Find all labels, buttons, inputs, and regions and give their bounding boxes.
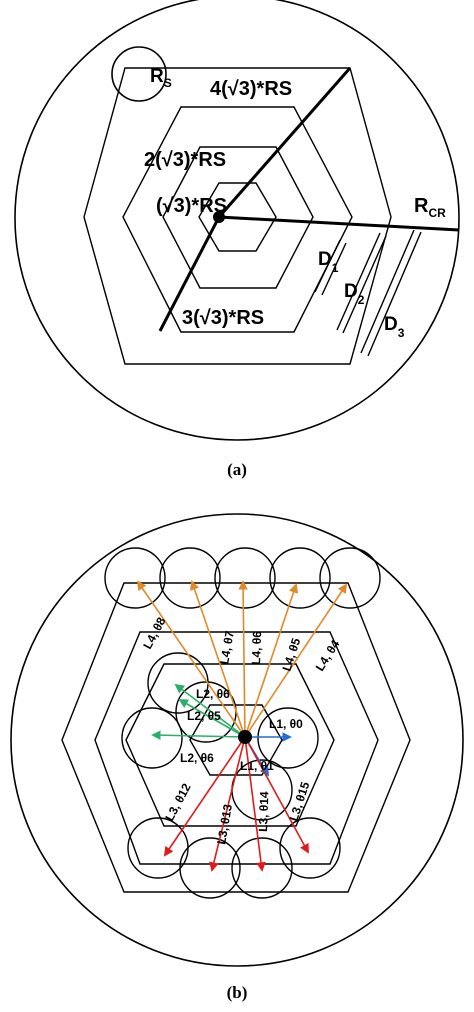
label-l3-theta14: L3, θ14 [256,791,271,832]
label-l4-theta4: L4, θ4 [313,637,343,673]
label-l1-theta1: L1, θ1 [240,759,274,773]
sensor-circle-top-3 [214,547,276,609]
arrow-l4-theta4 [244,583,348,738]
arrow-l4-theta8 [136,580,246,738]
ring2-label: 2(√3)*RS [144,149,226,171]
caption-b: (b) [227,983,248,1002]
coverage-circle-a [14,0,460,441]
sensor-circle-top-4 [269,547,331,609]
arrow-l3-theta14 [244,736,266,872]
arrow-l2-theta5 [151,730,246,740]
rcr-label: RCR [414,195,446,220]
center-node-a [213,211,225,223]
sensor-circle-top-2 [159,547,221,609]
figure-b [10,513,464,967]
sensor-circle-bot-1 [127,817,189,879]
label-l2-theta5: L2, θ5 [187,709,221,723]
label-l4-theta6: L4, θ6 [249,630,264,665]
label-l2-theta6b: L2, θ6 [180,751,214,765]
d3-tick [360,229,415,354]
radius-line-rcr [218,215,460,232]
hex-outer-b [61,582,411,893]
figure-b-labels: L4, θ8 L4, θ7 L4, θ6 L4, θ5 L4, θ4 L2, θ… [140,615,342,846]
label-l3-theta13: L3, θ13 [214,803,235,846]
d1-tick-b [321,242,347,296]
d2-tick [336,232,381,331]
caption-a: (a) [227,460,247,479]
sensor-circle-bot-2 [179,837,241,899]
d3-tick-b [367,231,422,357]
hex-ring-3 [122,106,353,333]
label-l4-theta8: L4, θ8 [140,615,168,652]
label-l3-theta12: L3, θ12 [162,781,194,824]
figure-a-labels: RS 4(√3)*RS 2(√3)*RS (√3)*RS 3(√3)*RS RC… [144,66,446,479]
sensor-circle-top-1 [104,547,166,609]
label-l1-theta0: L1, θ0 [269,717,303,731]
arrow-l2-theta6b [178,699,246,738]
arrow-l4-theta5 [244,583,299,738]
sensor-circle-mid-2 [121,707,183,769]
sensor-circle-bot-4 [279,817,341,879]
sensor-circle-bot-3 [231,837,293,899]
hex-core-b [189,704,283,776]
sensor-circle-mid-4 [257,707,319,769]
radius-line-lower [158,216,221,332]
sensor-circle-rs [111,46,167,102]
d2-tick-b [342,235,387,334]
d2-label: D2 [344,281,365,307]
coverage-circle-b [10,513,464,967]
d3-label: D3 [384,314,405,340]
hex-ring-4 [83,67,392,365]
sensor-circle-top-5 [319,547,381,609]
arrow-l4-theta6 [238,580,248,738]
figure-a [14,0,460,441]
d1-tick [314,239,341,293]
label-l2-theta6: L2, θ6 [196,687,230,701]
ring1-label: (√3)*RS [156,195,227,217]
radius-line-upper [217,67,352,218]
hex-ring-2 [162,146,314,289]
ring3-label: 3(√3)*RS [182,307,264,329]
hex-mid-b [94,631,379,865]
ring4-label: 4(√3)*RS [210,78,292,100]
d1-label: D1 [318,249,339,275]
arrow-l4-theta7 [189,580,246,738]
center-node-b [238,730,252,744]
arrows-b [136,580,348,872]
arrow-l2-theta6 [174,683,246,738]
arrow-l3-theta12 [163,736,246,857]
hex-inner-b [125,663,335,827]
hex-ring-1 [198,182,277,252]
rs-label: RS [150,66,172,90]
label-l4-theta7: L4, θ7 [217,629,237,665]
arrow-l3-theta15 [244,736,309,854]
arrow-l3-theta13 [209,736,246,872]
